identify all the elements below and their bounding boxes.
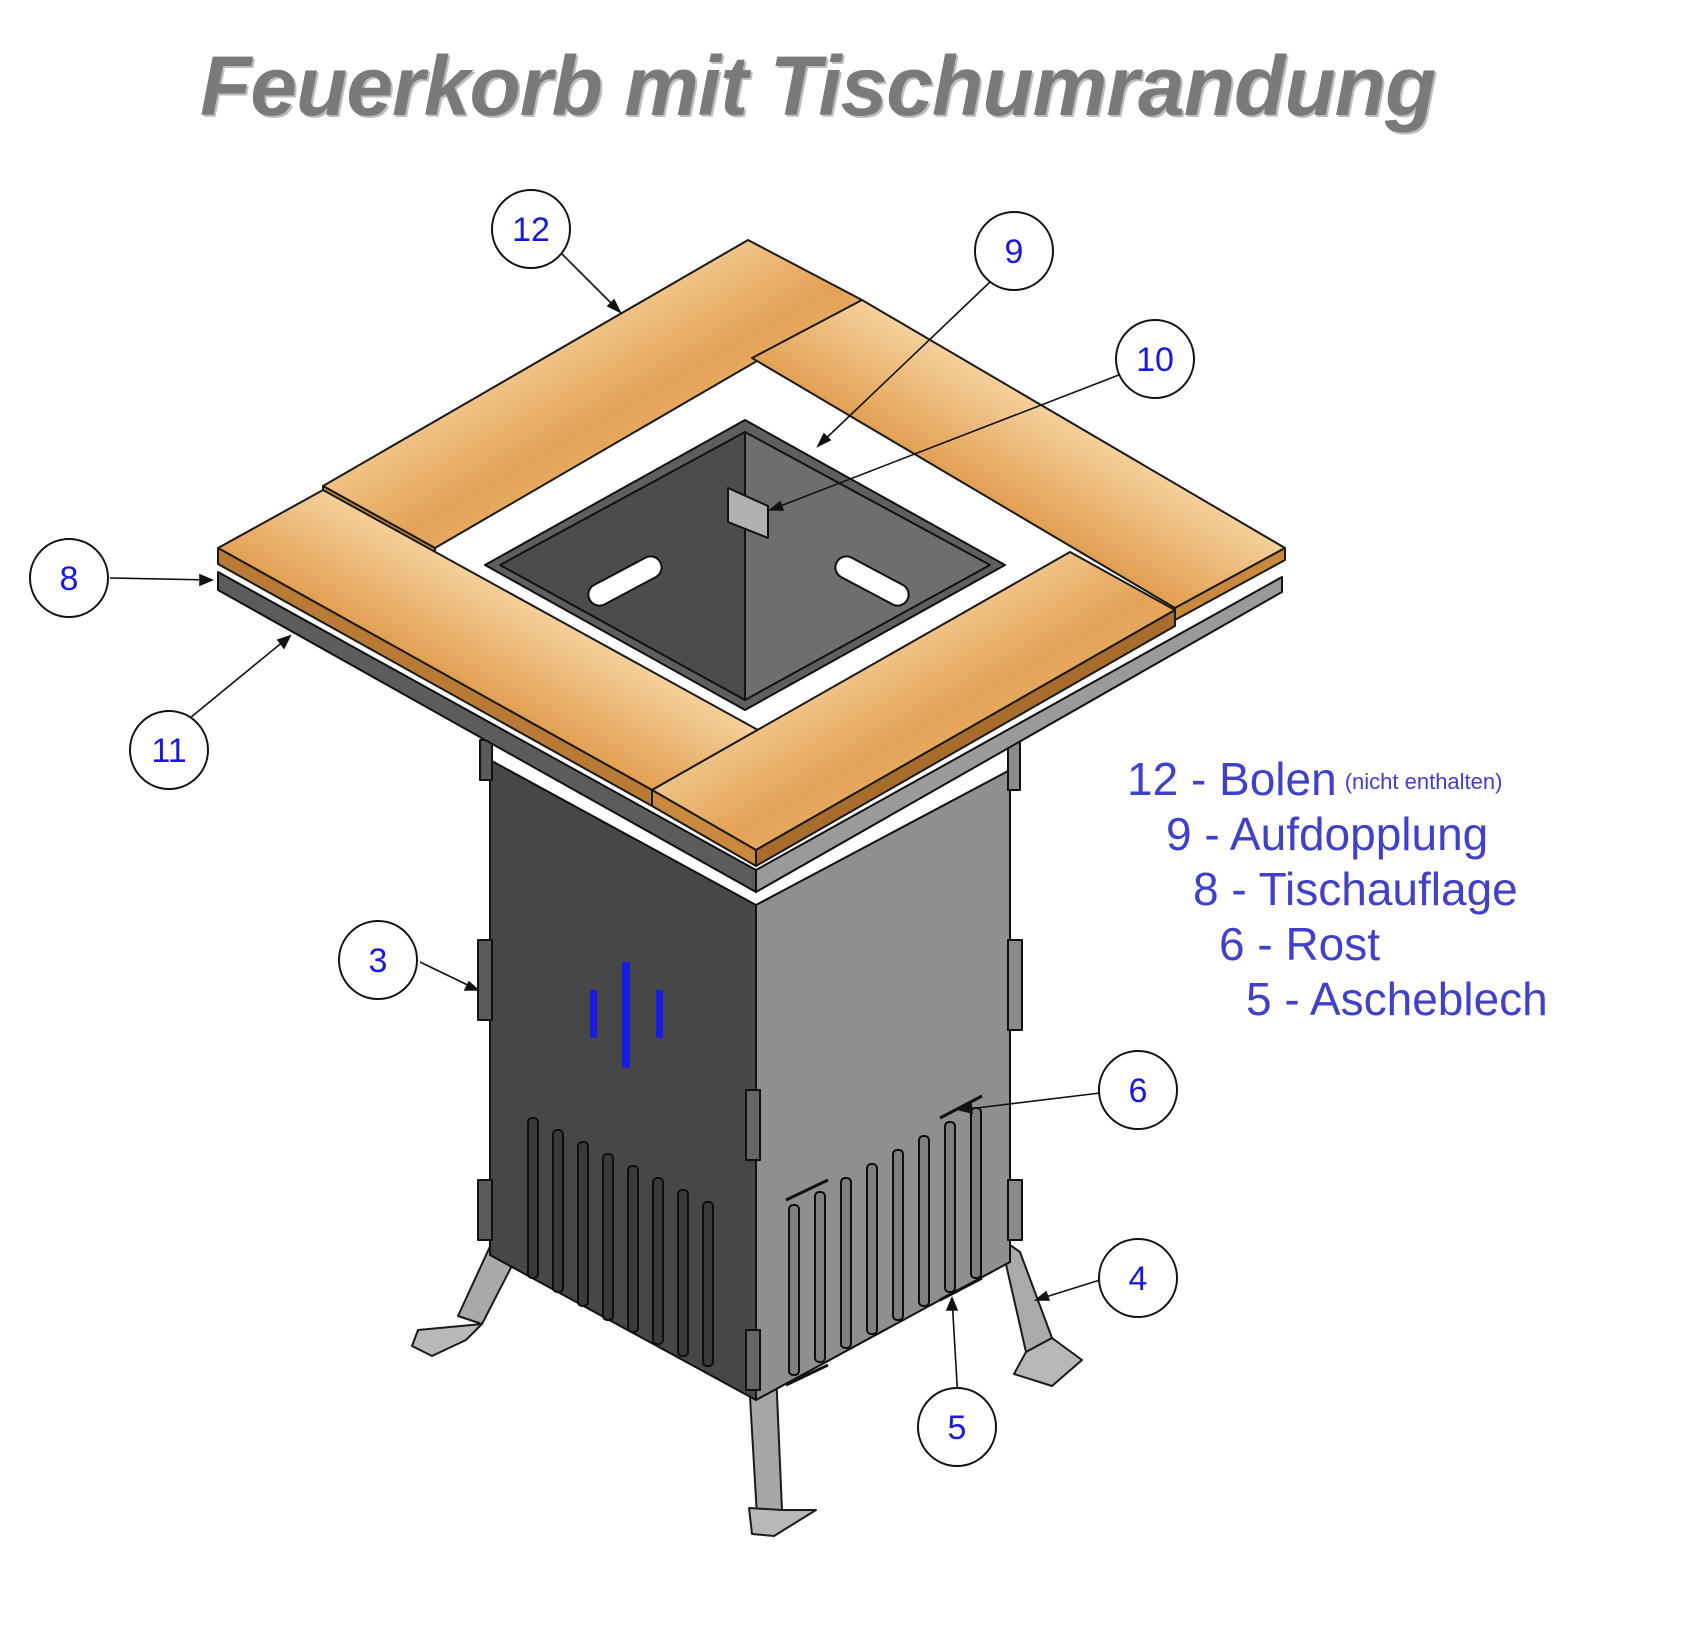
callout-label-6: 6 bbox=[1129, 1072, 1148, 1110]
wood-planks bbox=[217, 239, 1286, 867]
callouts bbox=[29, 189, 1195, 1467]
callout-label-9: 9 bbox=[1005, 233, 1024, 271]
page-title: Feuerkorb mit Tischumrandung bbox=[200, 39, 1436, 133]
table-support bbox=[217, 571, 1283, 893]
callout-circle-11 bbox=[129, 710, 209, 790]
callout-circle-8 bbox=[29, 538, 109, 618]
callout-circle-12 bbox=[491, 189, 571, 269]
leader-lines bbox=[109, 251, 1125, 1401]
leg-left-foot bbox=[411, 1323, 483, 1357]
vent-slots-left bbox=[527, 1117, 714, 1367]
callout-label-3: 3 bbox=[369, 942, 388, 980]
grate-bars bbox=[785, 1094, 983, 1387]
callout-circle-3 bbox=[338, 920, 418, 1000]
callout-label-10: 10 bbox=[1136, 341, 1174, 379]
callout-circle-6 bbox=[1098, 1050, 1178, 1130]
logo-mark bbox=[590, 962, 663, 1068]
callout-circle-9 bbox=[974, 211, 1054, 291]
callout-labels: 12 9 10 8 11 3 6 4 5 bbox=[60, 211, 1174, 1447]
callout-label-12: 12 bbox=[512, 211, 550, 249]
legs bbox=[411, 1237, 1083, 1537]
callout-label-4: 4 bbox=[1129, 1260, 1148, 1298]
callout-label-11: 11 bbox=[151, 732, 186, 770]
callout-circle-5 bbox=[917, 1387, 997, 1467]
callout-circle-4 bbox=[1098, 1238, 1178, 1318]
leg-front-foot bbox=[748, 1507, 817, 1537]
leg-right-foot bbox=[1013, 1337, 1083, 1387]
vent-slots-right bbox=[788, 1107, 982, 1376]
callout-circle-10 bbox=[1115, 319, 1195, 399]
inner-box bbox=[484, 419, 1006, 711]
reinforcement-10 bbox=[727, 487, 769, 539]
callout-label-5: 5 bbox=[948, 1409, 967, 1447]
callout-label-8: 8 bbox=[60, 560, 79, 598]
